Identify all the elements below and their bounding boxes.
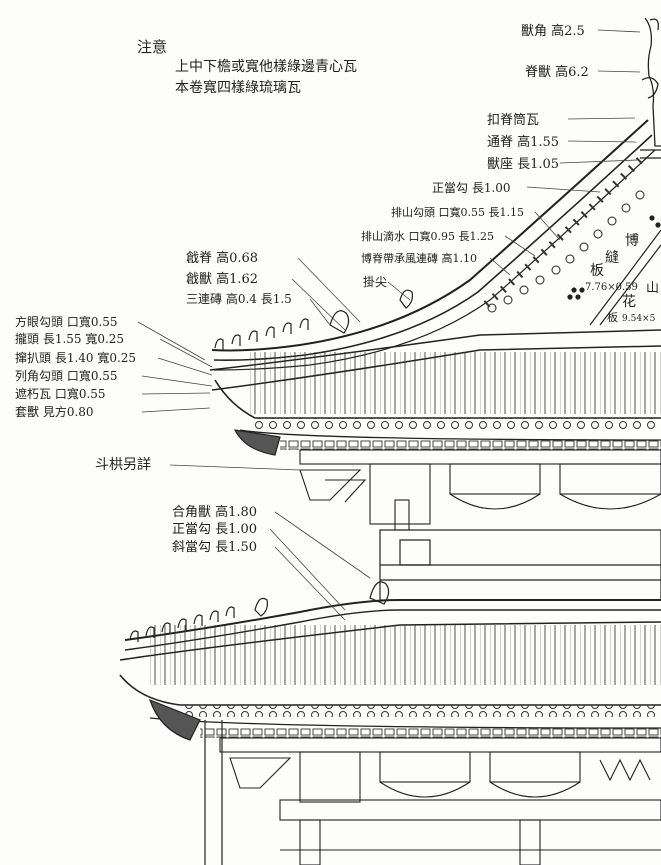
label-qiangji: 戧脊 高0.68 xyxy=(186,250,258,266)
label-fangyangoutou: 方眼勾頭 口寬0.55 xyxy=(15,314,118,329)
lower-eave-tile-ends xyxy=(180,705,661,717)
lower-bracket-set xyxy=(219,737,661,865)
label-xiedanggou: 斜當勾 長1.50 xyxy=(172,540,257,555)
panel-hua: 花 xyxy=(622,294,636,310)
label-zhengdanggou-lower: 正當勾 長1.00 xyxy=(172,522,257,537)
label-zhexiuwa: 遮朽瓦 口寬0.55 xyxy=(15,386,106,401)
notes-line-1: 上中下檐或寬他樣綠邊青心瓦 xyxy=(175,58,357,75)
label-liejiaogoutou: 列角勾頭 口寬0.55 xyxy=(15,368,118,383)
upper-roof-tiles xyxy=(250,352,661,414)
leader-lines xyxy=(137,29,641,621)
label-taoshou: 套獸 見方0.80 xyxy=(15,404,94,419)
notes-line-2: 本卷寬四樣綠琉璃瓦 xyxy=(175,79,301,96)
notes-title: 注意 xyxy=(137,38,167,56)
label-hejiaoshou: 合角獸 高1.80 xyxy=(172,504,257,520)
gable-panel xyxy=(567,215,661,326)
panel-ban: 板 xyxy=(590,263,604,279)
upper-bracket-set xyxy=(299,449,661,531)
panel-shan: 山 xyxy=(646,281,659,296)
ridge-finial xyxy=(640,17,661,159)
lower-labels: 合角獸 高1.80 正當勾 長1.00 斜當勾 長1.50 xyxy=(172,504,257,555)
panel-dim1: 7.76×0.59 xyxy=(585,282,638,293)
label-guajian: 掛尖 xyxy=(363,274,387,289)
column xyxy=(149,429,281,865)
label-shouzuo: 獸座 長1.05 xyxy=(487,157,559,172)
label-bracket-detail: 斗栱另詳 xyxy=(95,457,151,473)
panel-feng: 縫 xyxy=(605,250,619,266)
label-sanlianzhuan: 三連磚 高0.4 長1.5 xyxy=(186,291,292,306)
label-cuanbatou: 撺扒頭 長1.40 寬0.25 xyxy=(15,350,136,365)
label-longtou: 攏頭 長1.55 寬0.25 xyxy=(15,331,124,346)
gable-panel-text: 博 縫 板 7.76×0.59 花 山 板 9.54×5 xyxy=(585,232,659,324)
panel-dim2: 9.54×5 xyxy=(622,314,656,324)
label-tongji: 通脊 高1.55 xyxy=(487,134,559,150)
middle-labels: 戧脊 高0.68 戧獸 高1.62 三連磚 高0.4 長1.5 xyxy=(186,250,292,306)
label-paishandishui: 排山滴水 口寬0.95 長1.25 xyxy=(361,229,494,243)
label-qiangshou: 戧獸 高1.62 xyxy=(186,271,258,287)
label-zhengdanggou-upper: 正當勾 長1.00 xyxy=(432,181,511,195)
right-labels: 獸角 高2.5 脊獸 高6.2 扣脊筒瓦 通脊 高1.55 獸座 長1.05 正… xyxy=(361,23,589,289)
label-koujitongwa: 扣脊筒瓦 xyxy=(487,112,539,128)
panel-ban2: 板 xyxy=(607,310,618,324)
lower-roof-tiles xyxy=(150,625,661,685)
notes-block: 注意 上中下檐或寬他樣綠邊青心瓦 本卷寬四樣綠琉璃瓦 xyxy=(137,38,357,96)
label-bojidai: 博脊帶承風連磚 高1.10 xyxy=(361,251,477,265)
left-labels: 方眼勾頭 口寬0.55 攏頭 長1.55 寬0.25 撺扒頭 長1.40 寬0.… xyxy=(15,314,136,419)
label-paishangoutou: 排山勾頭 口寬0.55 長1.15 xyxy=(391,205,524,219)
ridge-rosettes xyxy=(487,190,645,313)
middle-wall xyxy=(379,529,661,601)
panel-bo: 博 xyxy=(625,232,639,249)
label-jishou: 脊獸 高6.2 xyxy=(525,64,589,80)
upper-eave-tile-ends xyxy=(255,418,661,430)
label-shoujiao: 獸角 高2.5 xyxy=(521,23,585,39)
